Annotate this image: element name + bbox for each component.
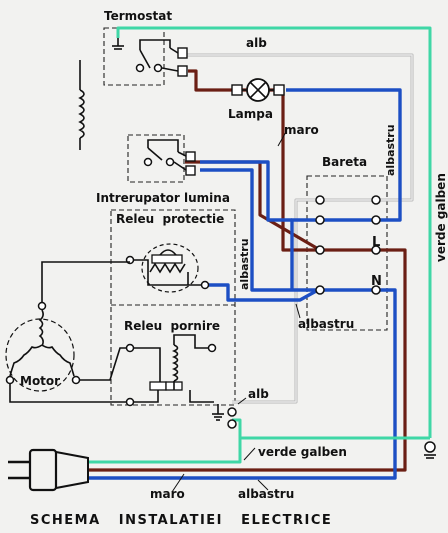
plug (8, 448, 89, 492)
white-wire-label-top: alb (246, 36, 267, 50)
blue-wires (56, 88, 402, 480)
diagram-title: SCHEMA INSTALATIEI ELECTRICE (30, 513, 332, 528)
protection-relay (125, 243, 210, 293)
light-switch-box (127, 134, 185, 183)
terminal-block-label: Bareta (322, 155, 367, 169)
motor (5, 261, 130, 403)
blue-wire-label-vertical-middle: albastru (238, 238, 251, 290)
ground-connector (212, 404, 436, 459)
brown-wire-label-bottom: maro (150, 487, 185, 501)
green-yellow-wire-label: verde galben (258, 445, 347, 459)
starting-relay (125, 334, 217, 407)
terminal-N-label: N (371, 274, 382, 289)
terminal-block-box (306, 175, 388, 331)
relays-box (110, 209, 236, 406)
lamp-label: Lampa (228, 107, 273, 121)
thermostat-box (103, 27, 165, 86)
green-yellow-wire-label-vertical: verde galben (434, 173, 448, 262)
light-switch (143, 139, 196, 176)
blue-wire-label-horizontal: albastru (298, 317, 354, 331)
terminal-block (315, 195, 381, 295)
white-wires (185, 53, 414, 404)
starting-relay-label: Releu pornire (124, 319, 220, 333)
terminal-L-label: L (372, 235, 380, 250)
brown-wire-label: maro (284, 123, 319, 137)
green-wires (56, 26, 432, 464)
blue-wire-label-vertical-right: albastru (384, 124, 397, 176)
white-wire-label-bottom: alb (248, 387, 269, 401)
light-switch-label: Intrerupator lumina (96, 191, 230, 205)
protection-relay-label: Releu protectie (116, 212, 224, 226)
blue-wire-label-bottom: albastru (238, 487, 294, 501)
motor-label: Motor (20, 374, 60, 388)
lamp (231, 78, 285, 102)
thermostat (78, 38, 188, 150)
leader-lines (171, 131, 301, 493)
thermostat-label: Termostat (104, 9, 172, 23)
